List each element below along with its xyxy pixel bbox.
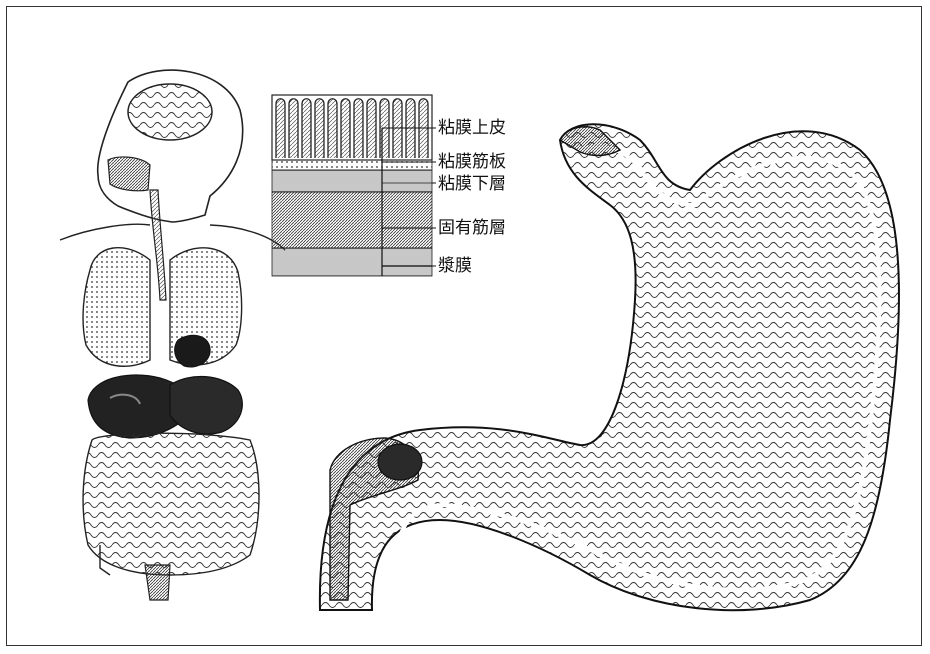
oral-cavity bbox=[108, 157, 150, 191]
villus bbox=[367, 99, 376, 158]
muscularis-propria-layer bbox=[272, 192, 432, 248]
serosa-layer bbox=[272, 248, 432, 276]
human-body-figure bbox=[60, 70, 285, 600]
label-muscularis-mucosae: 粘膜筋板 bbox=[438, 154, 506, 171]
brain bbox=[128, 84, 212, 140]
small-stomach bbox=[170, 376, 242, 434]
label-mucosal-epithelium: 粘膜上皮 bbox=[438, 120, 506, 137]
villus bbox=[341, 99, 350, 158]
villus bbox=[289, 99, 298, 158]
label-muscularis-propria: 固有筋層 bbox=[438, 220, 506, 237]
villus bbox=[328, 99, 337, 158]
label-submucosa: 粘膜下層 bbox=[438, 176, 506, 193]
shoulders bbox=[60, 224, 285, 250]
stomach-wall-section bbox=[272, 95, 436, 276]
villus bbox=[315, 99, 324, 158]
intestines bbox=[83, 433, 259, 575]
left-lung bbox=[83, 248, 150, 367]
rectum bbox=[145, 565, 170, 600]
label-serosa: 漿膜 bbox=[438, 258, 472, 275]
villus bbox=[276, 99, 285, 158]
submucosa-layer bbox=[272, 170, 432, 192]
pylorus bbox=[378, 444, 422, 480]
heart bbox=[175, 335, 211, 367]
villus bbox=[354, 99, 363, 158]
villus bbox=[302, 99, 311, 158]
